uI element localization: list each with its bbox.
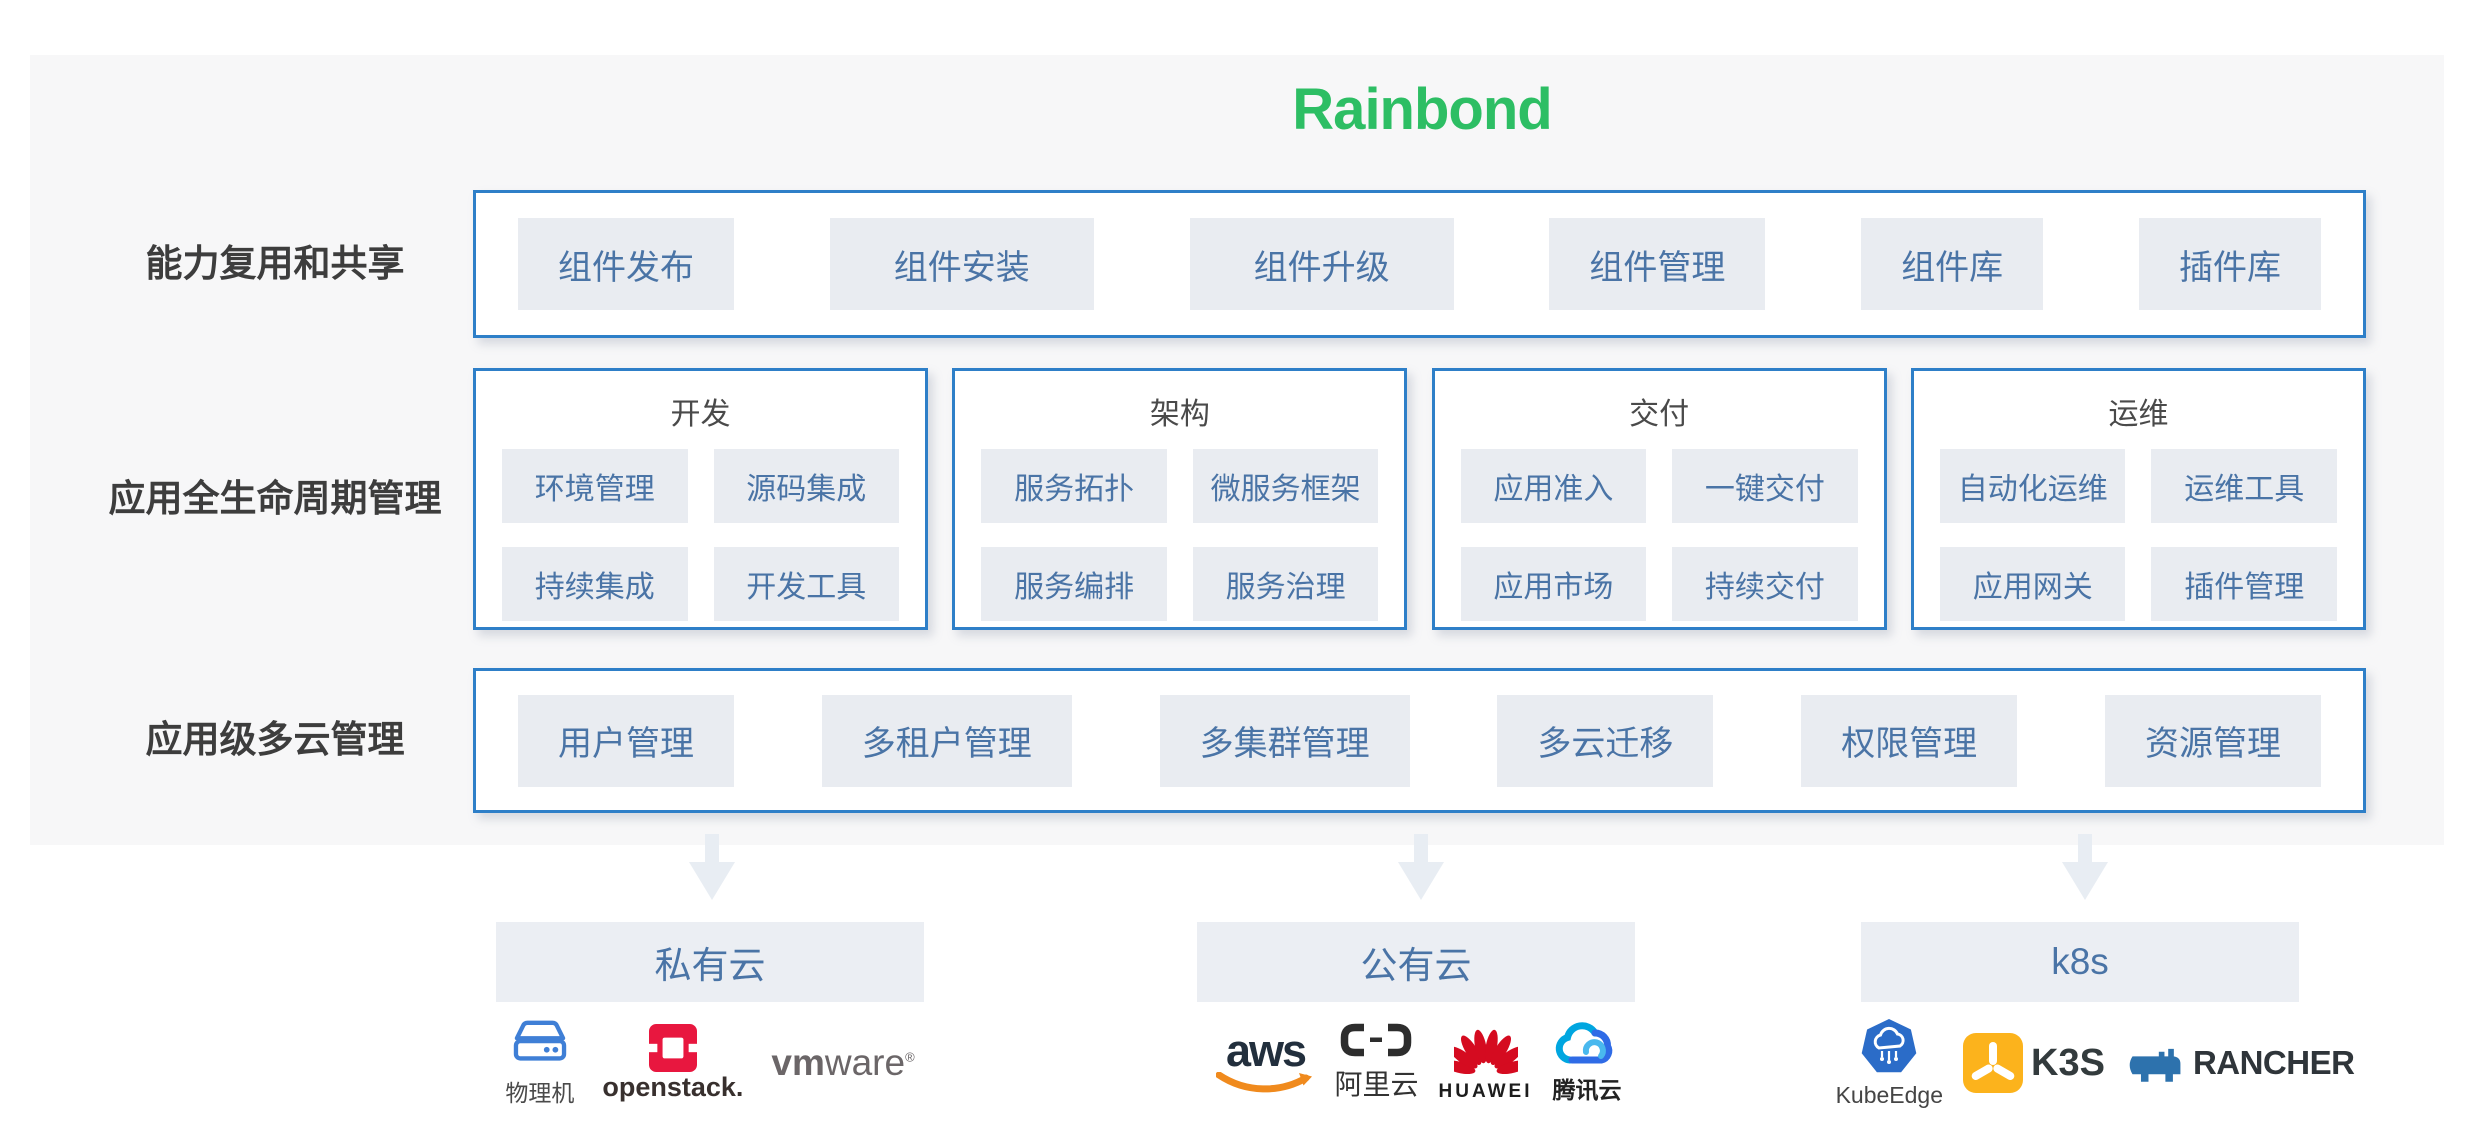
feature-chip: 持续集成 (502, 547, 688, 621)
side-label-multicloud-mgmt: 应用级多云管理 (145, 719, 405, 760)
k8s-logos: KubeEdge K3S RANCHER (1836, 1006, 2355, 1120)
alibaba-cloud-icon (1341, 1023, 1412, 1057)
logo-label: K3S (2031, 1041, 2105, 1084)
feature-chip: 权限管理 (1801, 694, 2018, 787)
side-label-app-lifecycle: 应用全生命周期管理 (108, 478, 442, 519)
feature-chip: 插件管理 (2151, 547, 2337, 621)
kubeedge-icon (1861, 1019, 1917, 1073)
rancher-logo: RANCHER (2125, 1042, 2355, 1084)
group-delivery: 交付 应用准入 一键交付 应用市场 持续交付 (1431, 368, 1887, 630)
feature-chip: 组件管理 (1549, 218, 1766, 310)
logo-label: vm (771, 1042, 825, 1083)
feature-chip: 组件升级 (1189, 218, 1454, 310)
group-title: 交付 (1629, 398, 1690, 431)
logo-label: KubeEdge (1835, 1082, 1944, 1108)
group-title: 运维 (2108, 398, 2169, 431)
group-title: 开发 (670, 398, 731, 431)
aws-smile-icon (1216, 1072, 1313, 1093)
group-title: 架构 (1149, 398, 1210, 431)
lifecycle-groups-row: 开发 环境管理 源码集成 持续集成 开发工具 架构 服务拓扑 微服务框架 服务编… (473, 368, 2366, 630)
group-grid: 服务拓扑 微服务框架 服务编排 服务治理 (981, 449, 1379, 621)
down-arrow-icon (2062, 834, 2108, 900)
side-label-capability-reuse: 能力复用和共享 (145, 243, 405, 284)
huawei-logo: HUAWEI (1439, 1024, 1533, 1103)
logo-label: ware (824, 1042, 906, 1083)
group-architecture: 架构 服务拓扑 微服务框架 服务编排 服务治理 (952, 368, 1408, 630)
feature-chip: 持续交付 (1672, 547, 1858, 621)
tencent-cloud-icon (1555, 1022, 1613, 1064)
group-grid: 自动化运维 运维工具 应用网关 插件管理 (1939, 449, 2337, 621)
registered-mark: ® (905, 1049, 915, 1065)
logo-label: aws (1225, 1025, 1307, 1076)
feature-chip: 多集群管理 (1159, 694, 1410, 787)
down-arrow-icon (1398, 834, 1444, 900)
feature-chip: 源码集成 (713, 449, 899, 523)
feature-chip: 微服务框架 (1192, 449, 1379, 523)
group-operations: 运维 自动化运维 运维工具 应用网关 插件管理 (1910, 368, 2366, 630)
private-cloud-logos: 物理机 openstack. vmware® (480, 1006, 940, 1120)
rancher-icon (2129, 1048, 2181, 1082)
page-title: Rainbond (1292, 77, 1552, 142)
group-grid: 环境管理 源码集成 持续集成 开发工具 (502, 449, 899, 621)
feature-chip: 运维工具 (2151, 449, 2337, 523)
logo-label: openstack. (602, 1071, 744, 1102)
physical-machine-icon (513, 1020, 567, 1061)
public-cloud-logos: aws 阿里云 (1186, 1006, 1652, 1120)
k3s-icon (1963, 1033, 2024, 1093)
down-arrow-icon (689, 834, 735, 900)
logo-label: RANCHER (2192, 1044, 2355, 1081)
feature-chip: 服务治理 (1192, 547, 1379, 621)
feature-chip: 多租户管理 (821, 694, 1072, 787)
feature-chip: 一键交付 (1672, 449, 1858, 523)
group-develop: 开发 环境管理 源码集成 持续集成 开发工具 (473, 368, 928, 630)
feature-chip: 组件发布 (518, 218, 734, 310)
target-k8s: k8s (1861, 922, 2299, 1002)
feature-chip: 应用市场 (1460, 547, 1647, 621)
feature-chip: 服务拓扑 (981, 449, 1167, 523)
feature-chip: 自动化运维 (1939, 449, 2126, 523)
k3s-logo: K3S (1963, 1033, 2105, 1093)
openstack-icon (648, 1023, 697, 1072)
feature-chip: 组件库 (1861, 218, 2044, 310)
feature-chip: 用户管理 (518, 694, 734, 787)
feature-chip: 开发工具 (713, 547, 899, 621)
feature-chip: 服务编排 (981, 547, 1167, 621)
tencent-cloud-logo: 腾讯云 (1553, 1021, 1622, 1105)
openstack-logo: openstack. (602, 1023, 744, 1103)
feature-chip: 插件库 (2138, 218, 2321, 310)
feature-chip: 组件安装 (829, 218, 1094, 310)
logo-label: 物理机 (505, 1079, 575, 1106)
feature-chip: 环境管理 (502, 449, 688, 523)
feature-chip: 应用准入 (1460, 449, 1647, 523)
logo-label: HUAWEI (1438, 1080, 1533, 1102)
logo-label: 腾讯云 (1552, 1077, 1622, 1103)
group-grid: 应用准入 一键交付 应用市场 持续交付 (1460, 449, 1858, 621)
multicloud-mgmt-box: 用户管理 多租户管理 多集群管理 多云迁移 权限管理 资源管理 (473, 668, 2366, 813)
huawei-icon (1453, 1029, 1518, 1074)
alibaba-cloud-logo: 阿里云 (1334, 1023, 1419, 1103)
capability-reuse-box: 组件发布 组件安装 组件升级 组件管理 组件库 插件库 (473, 190, 2366, 338)
aws-logo: aws (1216, 1025, 1314, 1094)
feature-chip: 应用网关 (1939, 547, 2126, 621)
feature-chip: 多云迁移 (1497, 694, 1714, 787)
kubeedge-logo: KubeEdge (1836, 1017, 1943, 1109)
target-public-cloud: 公有云 (1197, 922, 1635, 1002)
feature-chip: 资源管理 (2104, 694, 2321, 787)
target-private-cloud: 私有云 (496, 922, 924, 1002)
vmware-logo: vmware® (771, 1042, 914, 1084)
logo-label: 阿里云 (1334, 1069, 1419, 1100)
physical-machine-logo: 物理机 (505, 1019, 574, 1108)
